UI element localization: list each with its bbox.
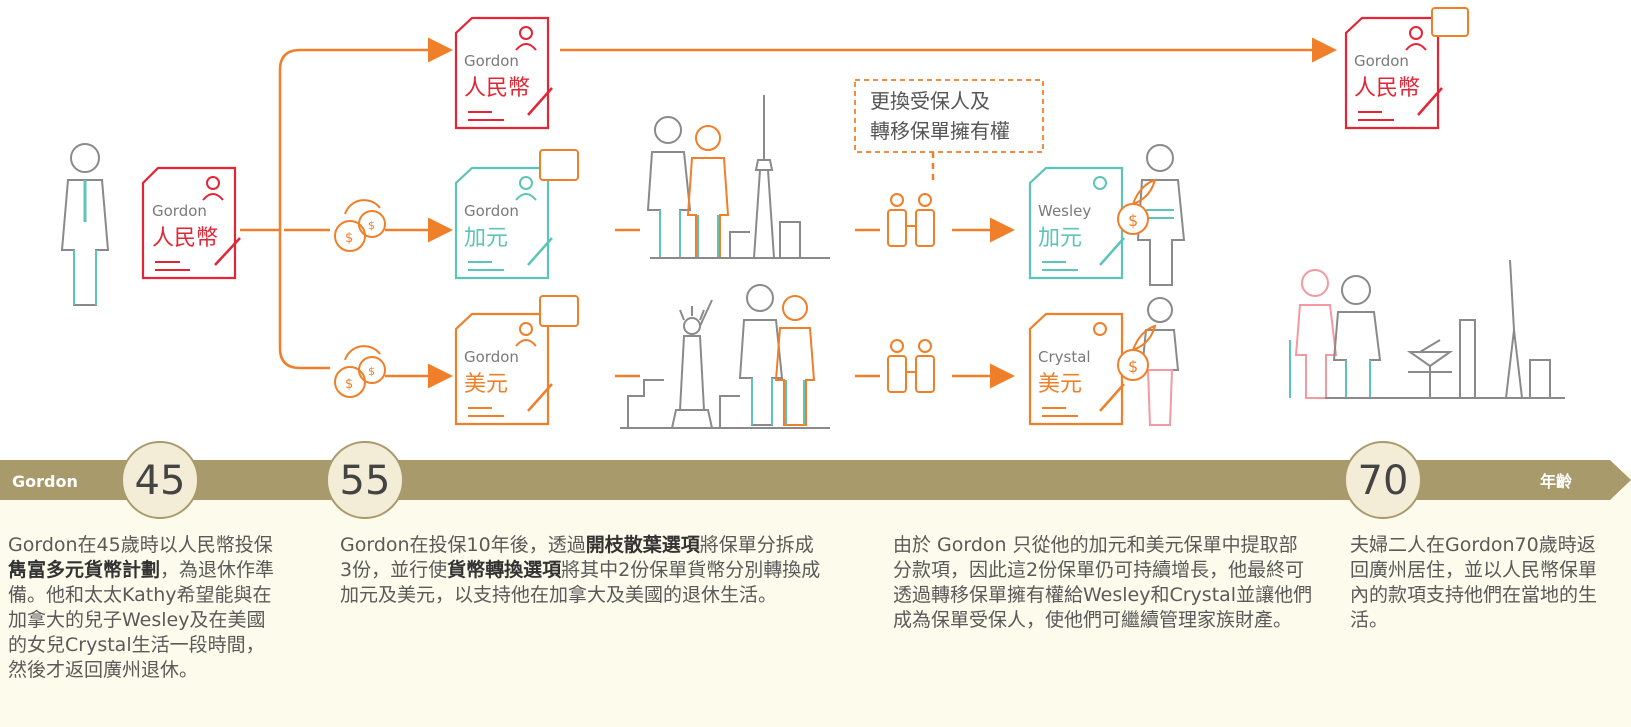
handover-icon — [887, 193, 935, 247]
doc-holder-name: Gordon — [464, 348, 519, 366]
person-icon — [206, 176, 220, 190]
doc-currency: 美元 — [464, 372, 508, 397]
svg-text:$: $ — [345, 377, 353, 392]
doc-currency: 人民幣 — [1354, 76, 1420, 101]
pen-icon — [527, 87, 553, 116]
desc45-text-1: Gordon在45歲時以人民幣投保 — [8, 534, 273, 556]
desc55-text-3: 將其中2份保單貨幣分別轉換成加元及美元，以支持他在加拿大及美國的退休生活。 — [340, 559, 821, 606]
branch-bottom-line — [278, 230, 330, 370]
age-marker-55: 55 — [326, 441, 404, 519]
policy-document-wesley-cad: $ Wesley 加元 — [1028, 166, 1157, 280]
policy-document-crystal-usd: $ Crystal 美元 — [1028, 312, 1157, 426]
person-icon — [519, 176, 533, 190]
doc-currency: 美元 — [1038, 372, 1082, 397]
age-marker-70: 70 — [1344, 441, 1422, 519]
cash-hand-icon — [539, 149, 579, 181]
cash-hand-icon — [1431, 7, 1469, 37]
svg-text:$: $ — [1128, 211, 1138, 230]
description-age-70: 夫婦二人在Gordon70歲時返回廣州居住，並以人民幣保單內的款項支持他們在當地… — [1350, 533, 1610, 633]
couple-usa-figure — [738, 284, 816, 426]
handover-icon-2 — [887, 339, 935, 393]
doc-currency: 加元 — [464, 226, 508, 251]
policy-document-rmb-top: Gordon 人民幣 — [454, 16, 553, 130]
branch-top-arrow — [278, 37, 453, 230]
statue-of-liberty-icon — [620, 299, 830, 429]
doc-holder-name: Gordon — [1354, 52, 1409, 70]
guangzhou-skyline-icon — [1325, 259, 1565, 399]
pen-icon — [1099, 383, 1125, 412]
timeline-age-label: 年齡 — [1540, 472, 1572, 491]
pen-icon — [1417, 87, 1443, 116]
svg-text:$: $ — [368, 365, 375, 378]
person-icon — [1093, 176, 1107, 190]
desc45-plan-name: 雋富多元貨幣計劃 — [8, 559, 161, 581]
person-icon — [1093, 322, 1107, 336]
flow-lines — [240, 37, 1337, 389]
desc55-branch-option: 開枝散葉選項 — [585, 534, 700, 556]
doc-holder-name: Gordon — [464, 202, 519, 220]
person-icon — [1409, 26, 1423, 40]
svg-text:45: 45 — [135, 458, 186, 504]
doc-holder-name: Gordon — [464, 52, 519, 70]
svg-text:70: 70 — [1358, 458, 1409, 504]
timeline-bar: Gordon 年齡 45 55 70 — [0, 441, 1631, 519]
couple-canada-figure — [646, 116, 730, 259]
svg-text:$: $ — [368, 219, 375, 232]
policy-document-rmb-end: Gordon 人民幣 — [1344, 7, 1469, 130]
desc45-text-2: ，為退休作準備。他和太太Kathy希望能與在加拿大的兒子Wesley及在美國的女… — [8, 559, 275, 681]
person-icon — [519, 322, 533, 336]
cash-hand-icon — [539, 295, 579, 327]
pen-icon — [214, 237, 241, 266]
pen-icon — [527, 383, 553, 412]
callout-line2: 轉移保單擁有權 — [870, 119, 1010, 143]
doc-currency: 人民幣 — [152, 226, 218, 251]
wesley-figure — [1136, 144, 1186, 286]
description-transfer: 由於 Gordon 只從他的加元和美元保單中提取部分款項，因此這2份保單仍可持續… — [893, 533, 1313, 633]
desc70-text: 夫婦二人在Gordon70歲時返回廣州居住，並以人民幣保單內的款項支持他們在當地… — [1350, 534, 1598, 631]
desc-transfer-text: 由於 Gordon 只從他的加元和美元保單中提取部分款項，因此這2份保單仍可持續… — [893, 534, 1313, 631]
desc55-text-2: 將保單分拆成3份，並行使 — [340, 534, 814, 581]
desc55-text-1: Gordon在投保10年後，透過 — [340, 534, 586, 556]
pen-icon — [1099, 237, 1125, 266]
desc55-currency-option: 貨幣轉換選項 — [447, 559, 562, 581]
doc-holder-name: Wesley — [1038, 202, 1091, 220]
coins-exchange-icon: $ $ — [334, 199, 386, 252]
callout-line1: 更換受保人及 — [870, 89, 990, 113]
policy-document-cad: Gordon 加元 — [454, 149, 579, 280]
svg-text:$: $ — [345, 231, 353, 246]
description-age-45: Gordon在45歲時以人民幣投保雋富多元貨幣計劃，為退休作準備。他和太太Kat… — [8, 533, 283, 683]
pen-icon — [527, 237, 553, 266]
description-band — [0, 470, 1631, 727]
doc-currency: 加元 — [1038, 226, 1082, 251]
doc-holder-name: Crystal — [1038, 348, 1091, 366]
doc-currency: 人民幣 — [464, 76, 530, 101]
timeline-name-label: Gordon — [12, 472, 78, 491]
svg-text:55: 55 — [340, 458, 391, 504]
coins-exchange-icon-2: $ $ — [334, 345, 386, 398]
svg-text:$: $ — [1128, 357, 1138, 376]
description-age-55: Gordon在投保10年後，透過開枝散葉選項將保單分拆成3份，並行使貨幣轉換選項… — [340, 533, 825, 608]
gordon-figure — [60, 143, 110, 306]
person-icon — [519, 26, 533, 40]
cn-tower-icon — [650, 95, 830, 259]
policy-document-rmb-start: Gordon 人民幣 — [141, 166, 241, 280]
callout-box: 更換受保人及 轉移保單擁有權 — [854, 79, 1044, 153]
policy-document-usd: Gordon 美元 — [454, 295, 579, 426]
elderly-couple-figure — [1289, 269, 1382, 399]
doc-holder-name: Gordon — [152, 202, 207, 220]
age-marker-45: 45 — [121, 441, 199, 519]
